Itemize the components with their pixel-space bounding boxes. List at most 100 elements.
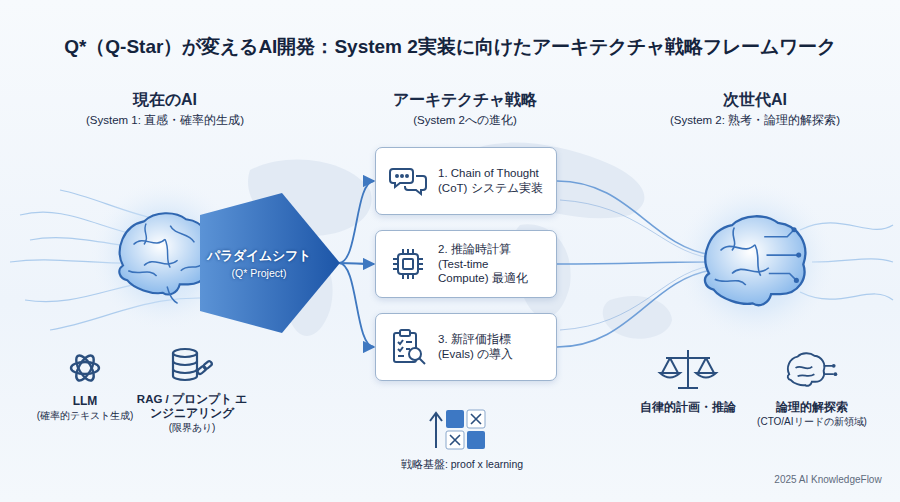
column-heading: 現在のAI [133,90,197,110]
paradigm-shift-arrow: パラダイムシフト (Q* Project) [200,193,340,333]
current-brain-part-part [134,239,166,244]
box-label: 2. 推論時計算 (Test-time Compute) 最適化 [438,242,538,287]
next-brain-part-part [792,227,797,232]
current-brain-part-part [167,287,178,304]
chip-icon-part [403,259,413,269]
foundation-label: 戦略基盤: proof x learning [401,458,523,471]
chat-icon-part [396,175,398,177]
foundation-icon-part [446,410,464,428]
scales-icon-part [678,387,698,389]
current-brain-part [119,213,211,294]
chat-icon-part [401,175,403,177]
scales-icon-part [660,373,680,378]
llm-icon-part [71,362,99,374]
scales-icon-part [696,373,716,378]
connector-arrow [339,263,374,264]
brain-circuit-icon-part [796,367,815,377]
chip-icon-part [393,249,423,279]
column-heading: 次世代AI [723,90,787,110]
connector-arrow [339,181,374,263]
next-brain-part-part [732,268,769,274]
scales-icon-part [666,357,710,359]
chip-icon [388,244,428,284]
next-brain-part-part [715,279,746,285]
foundation-icon-part [467,431,485,449]
icon-label: RAG / プロンプト エンジニアリング [136,392,248,421]
brain-circuit-icon-part [824,366,834,374]
current-brain-part-part [165,239,170,267]
box-label: 1. Chain of Thought (CoT) システム実装 [438,166,546,196]
brain-circuit-icon-part [788,353,825,385]
clipboard-icon-part [400,330,410,336]
connector-arrow [339,263,374,347]
column-subtitle: (System 2: 熟考・論理的解探索) [670,113,840,127]
next-brain-part [705,216,805,305]
chat-icon [388,161,428,201]
strategy-box: 3. 新評価指標 (Evals) の導入 [375,313,557,381]
database-icon-part [173,349,197,357]
next-brain [675,182,836,343]
database-icon-part [197,365,207,375]
icon-label: 論理的解探索 [776,400,848,414]
current-brain-part-part [144,260,178,265]
icon-label: 自律的計画・推論 [640,400,736,414]
brain-circuit-icon-part [834,372,838,376]
scales-icon-part [687,350,689,388]
foundation-icon [430,410,485,449]
box-text-group: 2. 推論時計算 (Test-time Compute) 最適化 [438,242,538,287]
llm-icon-part [73,353,97,383]
box-text-group: 1. Chain of Thought (CoT) システム実装 [438,166,546,196]
next-brain-part-part [794,278,799,283]
chat-icon-part [406,175,408,177]
world-map-part [603,296,672,339]
database-icon-part [173,361,197,365]
next-brain-part-part [769,274,797,281]
current-brain-part-part [128,271,156,276]
next-brain-part [715,228,799,286]
next-brain-part-part [796,253,801,258]
icon-note: (限界あり) [169,422,216,435]
scales-icon [660,350,716,388]
current-brain-part-part [170,226,194,243]
icon-note: (CTO/AIリードの新領域) [757,416,867,429]
chip-icon-part [398,254,418,274]
watermark: 2025 AI KnowledgeFlow [774,474,881,487]
icon-note: (確率的テキスト生成) [37,410,134,423]
database-icon-part [173,369,197,373]
next-brain-part-part [755,245,761,276]
column-heading: アーキテクチャ戦略 [393,90,537,110]
current-brain-part-part [181,263,203,270]
llm-icon [71,353,99,383]
chevron-shape [200,193,340,333]
box-label: 3. 新評価指標 (Evals) の導入 [438,332,546,362]
next-brain-part-part [732,228,735,251]
scales-icon-part [662,358,678,373]
next-brain-part-part [764,230,794,237]
strategy-box: 2. 推論時計算 (Test-time Compute) 最適化 [375,230,557,298]
column-subtitle: (System 2への進化) [413,113,517,127]
box-text-group: 3. 新評価指標 (Evals) の導入 [438,332,546,362]
icon-label: LLM [73,394,98,409]
foundation-icon-part [450,414,481,445]
chat-icon-part [390,169,413,187]
next-brain-part [675,182,836,343]
database-icon [173,349,213,380]
chat-icon-part [405,176,426,194]
column-subtitle: (System 1: 直感・確率的生成) [86,113,244,127]
strategy-box: 1. Chain of Thought (CoT) システム実装 [375,147,557,215]
database-icon-part [203,360,213,370]
brain-circuit-icon [788,353,838,385]
arrow-heading: パラダイムシフト [207,248,311,265]
clipboard-icon [388,327,428,367]
next-brain-part-part [767,254,799,256]
arrow-subtitle: (Q* Project) [232,267,287,279]
diagram-title: Q*（Q-Star）が変えるAI開発：System 2実装に向けたアーキテクチャ… [0,34,900,60]
next-brain-part-part [721,245,756,251]
llm-icon-part [73,353,97,383]
chevron-shape [200,193,340,333]
scales-icon-part [698,358,714,373]
current-brain-part [128,224,203,304]
database-icon-part [173,353,197,380]
foundation-icon-part [430,413,442,448]
